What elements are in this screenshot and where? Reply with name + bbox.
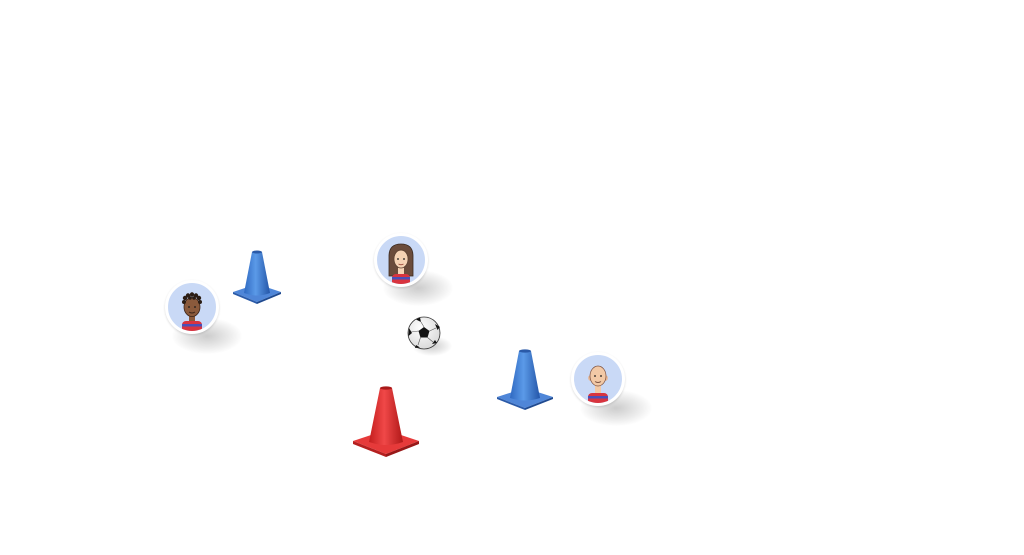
player-bald-avatar[interactable]	[571, 352, 625, 406]
bald-player-icon	[588, 365, 608, 403]
long-hair-player-icon	[388, 243, 414, 284]
red-cone[interactable]	[350, 385, 422, 459]
blue-cone[interactable]	[230, 249, 284, 305]
player-long-hair-avatar[interactable]	[374, 233, 428, 287]
soccer-ball-icon[interactable]	[407, 316, 441, 350]
player-braided-hair-avatar[interactable]	[165, 280, 219, 334]
blue-cone[interactable]	[494, 348, 556, 412]
braided-hair-player-icon	[182, 292, 202, 331]
